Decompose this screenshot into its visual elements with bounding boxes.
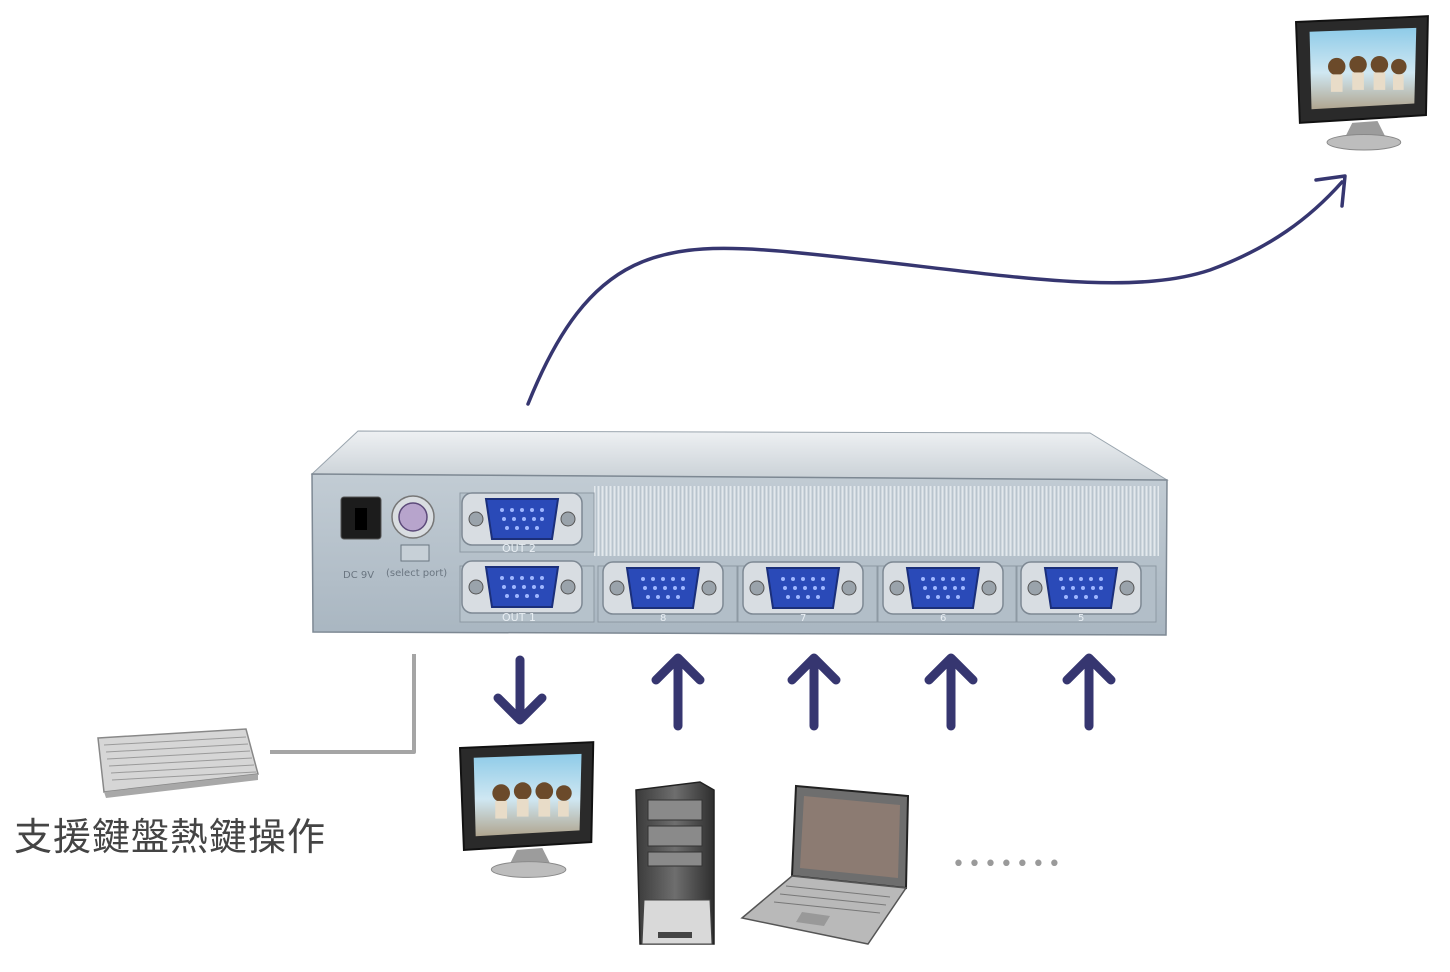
desktop-tower-icon bbox=[635, 781, 715, 945]
laptop-icon bbox=[740, 784, 910, 945]
more-devices-ellipsis: • • • • • • • bbox=[952, 852, 1059, 877]
keyboard-icon bbox=[97, 728, 259, 798]
out2-connection-curve bbox=[526, 180, 1344, 406]
out1-label: OUT 1 bbox=[502, 611, 536, 624]
monitor-icon bbox=[1295, 15, 1429, 152]
arrow-up-icon bbox=[656, 658, 700, 726]
port-label-5: 5 bbox=[1078, 613, 1084, 624]
port-label-8: 8 bbox=[660, 613, 666, 624]
arrow-head-icon bbox=[1314, 174, 1347, 208]
arrow-up-icon bbox=[929, 658, 973, 726]
port-label-7: 7 bbox=[800, 613, 806, 624]
arrow-down-icon bbox=[493, 655, 547, 725]
kvm-switch: DC 9V (select port) OUT 2 OUT 1 8 7 6 5 bbox=[310, 430, 1169, 636]
arrow-up-icon bbox=[792, 658, 836, 726]
monitor-icon bbox=[459, 741, 595, 879]
select-port-label: (select port) bbox=[386, 568, 447, 579]
arrow-up-icon bbox=[1067, 658, 1111, 726]
out2-label: OUT 2 bbox=[502, 542, 536, 555]
power-label: DC 9V bbox=[343, 570, 374, 581]
hotkey-caption: 支援鍵盤熱鍵操作 bbox=[14, 815, 327, 859]
port-label-6: 6 bbox=[940, 613, 946, 624]
keyboard-cable bbox=[270, 654, 416, 754]
